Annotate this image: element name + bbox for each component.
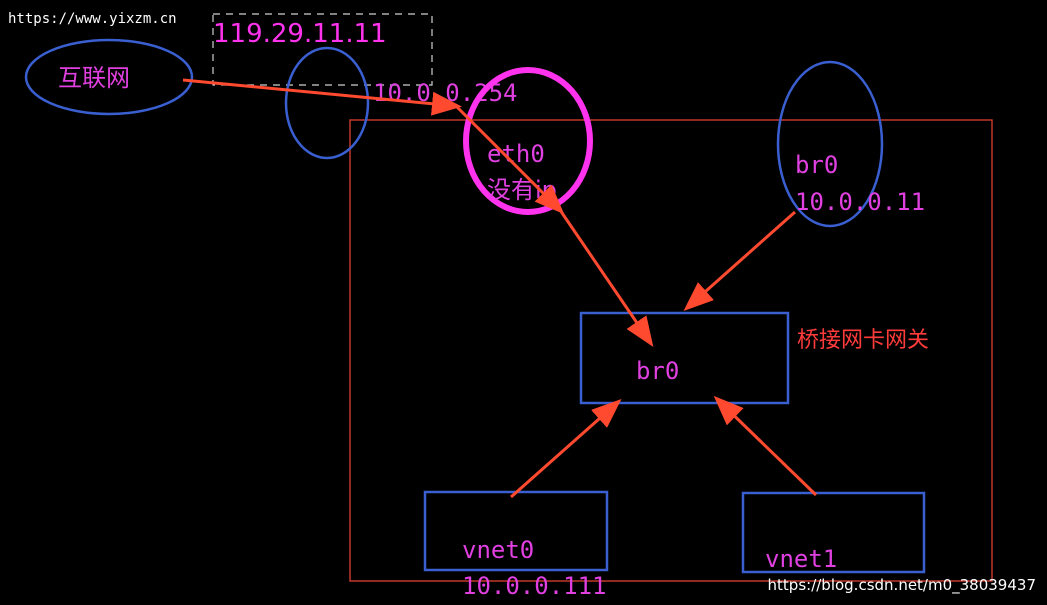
arrow-vnet0-to-bridge bbox=[510, 399, 622, 499]
bridge-name: br0 bbox=[636, 357, 679, 385]
arrow-internet-to-eth0 bbox=[182, 78, 462, 116]
gateway-ellipse bbox=[284, 46, 370, 160]
watermark-top: https://www.yixzm.cn bbox=[8, 11, 177, 27]
host-br0-name: br0 bbox=[795, 151, 838, 179]
internet-label: 互联网 bbox=[58, 64, 130, 92]
arrow-eth0-to-bridge bbox=[558, 209, 654, 347]
arrow-hostbr0-to-bridge bbox=[683, 210, 796, 311]
eth0-circle bbox=[463, 67, 593, 215]
bridge-caption: 桥接网卡网关 bbox=[797, 328, 929, 353]
vnet1-box bbox=[741, 491, 926, 574]
vnet0-name: vnet0 bbox=[462, 536, 534, 564]
internet-ellipse bbox=[24, 38, 194, 116]
bridge-box bbox=[579, 311, 790, 405]
host-br0-ellipse bbox=[776, 60, 884, 228]
host-frame bbox=[349, 119, 993, 582]
vnet0-ip: 10.0.0.111 bbox=[462, 572, 607, 600]
arrow-gateway-to-eth0 bbox=[454, 104, 565, 215]
host-br0-ip: 10.0.0.11 bbox=[795, 188, 925, 216]
eth0-note: 没有ip bbox=[487, 176, 557, 204]
public-ip-box bbox=[212, 13, 433, 86]
vnet1-name: vnet1 bbox=[765, 545, 837, 573]
arrow-vnet1-to-bridge bbox=[713, 395, 818, 497]
watermark-bottom: https://blog.csdn.net/m0_38039437 bbox=[768, 576, 1036, 595]
public-ip-label: 119.29.11.11 bbox=[213, 19, 387, 49]
